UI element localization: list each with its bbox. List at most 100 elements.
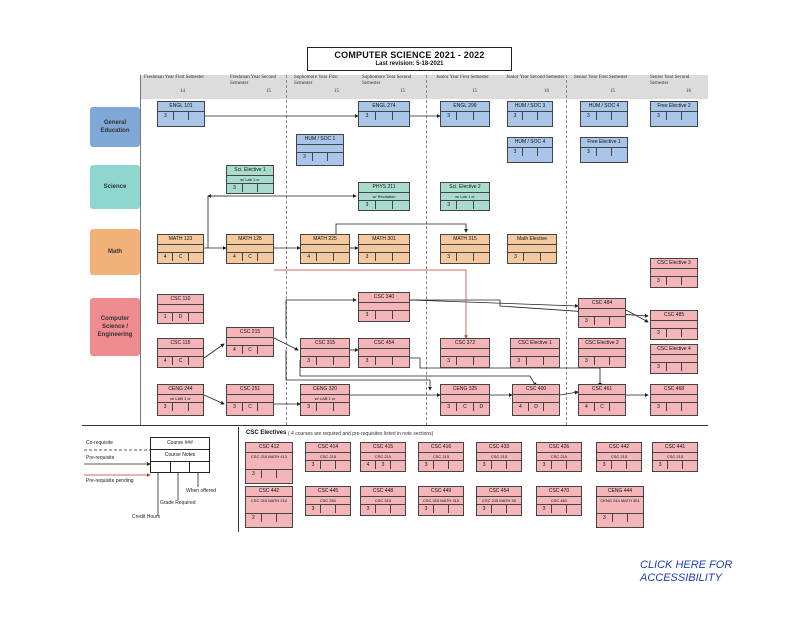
legend-course-notes: Course Notes xyxy=(151,450,209,462)
course-notes: w/ Recitation xyxy=(359,193,409,201)
course-cell xyxy=(376,253,393,261)
course-cell xyxy=(612,112,627,120)
course-name: ENGL 299 xyxy=(441,102,489,112)
elective-cell: 3 xyxy=(653,461,668,469)
course-cell: 3 xyxy=(651,329,667,337)
course-cell xyxy=(317,357,334,365)
course-name: CSC 115 xyxy=(158,339,203,349)
elective-notes: CSC 215 xyxy=(537,453,581,461)
course-cell xyxy=(682,329,697,337)
elective-cell xyxy=(336,461,350,469)
course-notes xyxy=(227,245,273,253)
course-name: PHYS 211 xyxy=(359,183,409,193)
elective-name: CSC 412 xyxy=(246,443,292,453)
course-name: CSC 110 xyxy=(158,295,203,305)
course-name: CSC 215 xyxy=(227,328,273,338)
course-cell: 3 xyxy=(359,311,376,319)
course-name: CSC 485 xyxy=(651,311,697,321)
course-credit-row: 3 xyxy=(508,253,556,261)
elective-credit-row: 2 xyxy=(246,514,292,522)
elective-credit-row: 3 xyxy=(537,461,581,469)
elective-cell: 3 xyxy=(246,470,262,478)
elective-credit-row: 3 xyxy=(419,461,463,469)
row-label-general-education: General Education xyxy=(90,107,140,147)
course-cell: 4 xyxy=(227,253,243,261)
course-notes xyxy=(579,349,625,357)
course-credit-row: 3 xyxy=(581,148,627,156)
course-cell xyxy=(597,112,613,120)
course-cell xyxy=(610,317,625,325)
course-name: Free Elective 2 xyxy=(651,102,697,112)
course-name: CSC 315 xyxy=(301,339,349,349)
elective-cell xyxy=(492,505,507,513)
elective-cell: 3 xyxy=(419,461,434,469)
legend-credit-hours-label: Credit Hours xyxy=(132,514,161,520)
course-name: CSC Elective 2 xyxy=(579,339,625,349)
course-name: CSC 251 xyxy=(227,385,273,395)
course-name: CENG 320 xyxy=(301,385,349,395)
year-divider-2 xyxy=(426,75,427,425)
course-notes xyxy=(579,395,625,403)
course-cell: C xyxy=(243,253,259,261)
electives-note: ( 4 courses are required and pre-requisi… xyxy=(288,431,434,437)
course-notes xyxy=(651,395,697,403)
arrow-csc454-csc461 xyxy=(410,357,602,387)
elective-cell: 3 xyxy=(306,461,321,469)
course-cell xyxy=(174,112,190,120)
course-credit-row: 3 xyxy=(158,112,204,120)
course-name: CSC Elective 3 xyxy=(651,259,697,269)
course-cell xyxy=(189,313,203,321)
elective-cell xyxy=(628,514,643,522)
course-credit-row: 3 xyxy=(441,253,489,261)
elective-cell xyxy=(668,461,683,469)
arrow-csc315-csc400 xyxy=(299,360,537,387)
elective-cell: 3 xyxy=(477,505,492,513)
course-cell: 4 xyxy=(301,253,318,261)
elective-name: CSC 454 xyxy=(477,487,521,497)
elective-notes: CSC 215 xyxy=(477,453,521,461)
course-cell: 3 xyxy=(511,357,528,365)
course-cell: 1 xyxy=(158,313,174,321)
arrow-pending-csc372 xyxy=(274,269,468,339)
course-cell xyxy=(523,148,538,156)
course-name: CSC 372 xyxy=(441,339,489,349)
course-cell: 3 xyxy=(581,112,597,120)
course-credit-row: 3 xyxy=(297,153,343,161)
course-cell xyxy=(317,253,334,261)
elective-cell xyxy=(391,505,405,513)
arrow-csc215-csc315 xyxy=(273,337,299,351)
elective-cell: 3 xyxy=(477,461,492,469)
course-notes xyxy=(508,245,556,253)
legend-grade-required-label: Grade Required xyxy=(160,500,196,506)
course-cell: C xyxy=(173,357,189,365)
course-cell xyxy=(334,403,349,411)
elective-cell xyxy=(391,461,405,469)
course-cell xyxy=(189,403,203,411)
course-cell: C xyxy=(243,403,259,411)
course-cell xyxy=(595,317,611,325)
course-cell xyxy=(189,112,204,120)
elective-cell xyxy=(613,514,629,522)
course-cell xyxy=(317,403,334,411)
accessibility-link[interactable]: CLICK HERE FOR ACCESSIBILITY xyxy=(640,559,733,584)
course-name: MATH 125 xyxy=(227,235,273,245)
course-name: HUM / SOC 1 xyxy=(297,135,343,145)
course-cell xyxy=(376,357,393,365)
course-notes: w/ LAB 1 cr xyxy=(301,395,349,403)
course-cell xyxy=(189,253,203,261)
course-cell xyxy=(328,153,343,161)
